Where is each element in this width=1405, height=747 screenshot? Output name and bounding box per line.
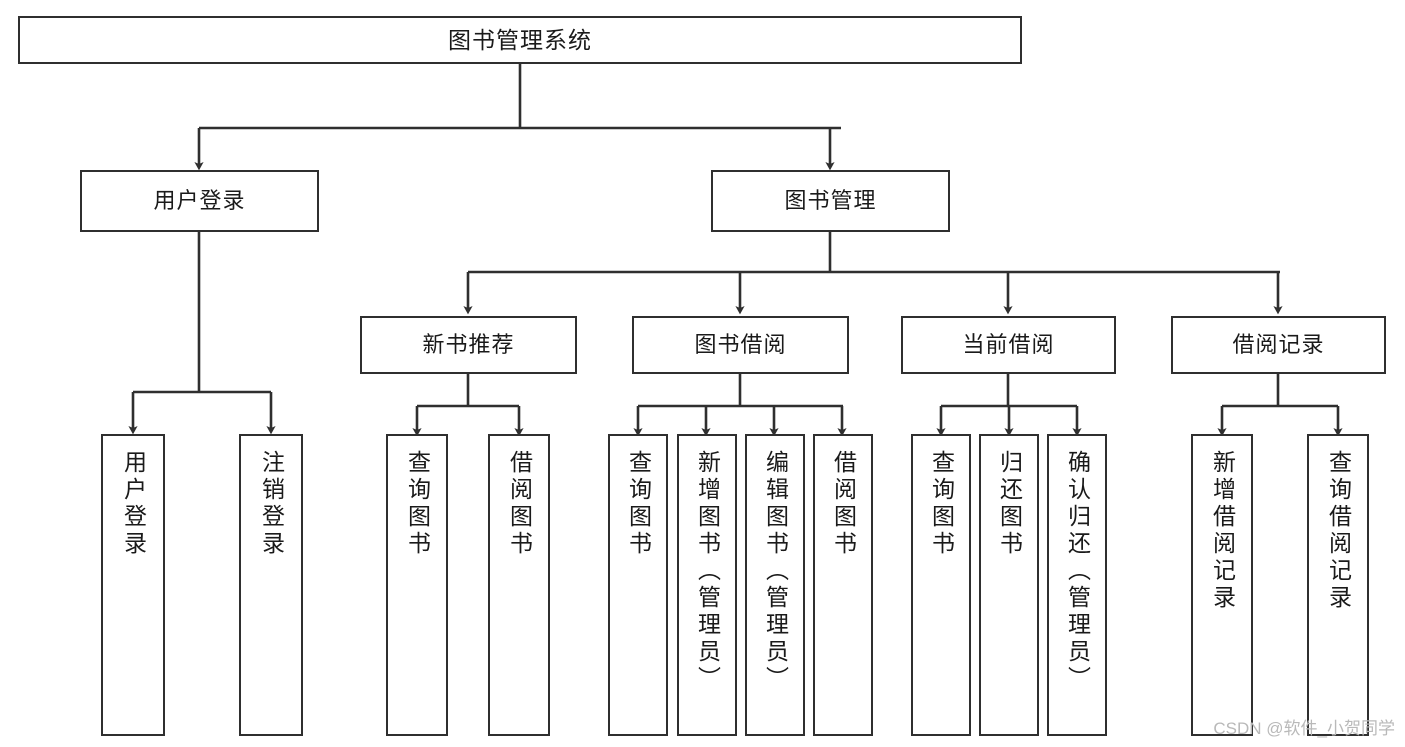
node-borrow-record[interactable]: 借阅记录 bbox=[1171, 316, 1386, 374]
node-leaf-query-record[interactable]: 查询借阅记录 bbox=[1307, 434, 1369, 736]
node-borrow-record-label: 借阅记录 bbox=[1232, 332, 1325, 358]
csdn-watermark: CSDN @软件_小贺同学 bbox=[1213, 719, 1395, 738]
node-new-book-rec[interactable]: 新书推荐 bbox=[360, 316, 577, 374]
node-root[interactable]: 图书管理系统 bbox=[18, 16, 1022, 64]
node-leaf-borrow-book-2[interactable]: 借阅图书 bbox=[813, 434, 873, 736]
node-current-borrow[interactable]: 当前借阅 bbox=[901, 316, 1116, 374]
node-leaf-edit-book[interactable]: 编辑图书（管理员） bbox=[745, 434, 805, 736]
node-leaf-user-login[interactable]: 用户登录 bbox=[101, 434, 165, 736]
node-root-label: 图书管理系统 bbox=[448, 26, 592, 53]
node-leaf-return-book-label: 归还图书 bbox=[996, 450, 1023, 558]
node-leaf-borrow-book-2-label: 借阅图书 bbox=[830, 450, 857, 558]
node-new-book-rec-label: 新书推荐 bbox=[422, 332, 515, 358]
node-leaf-logout-label: 注销登录 bbox=[258, 450, 285, 558]
node-leaf-query-book-3-label: 查询图书 bbox=[928, 450, 955, 558]
node-leaf-confirm-return-label: 确认归还（管理员） bbox=[1064, 450, 1091, 693]
node-book-manage-label: 图书管理 bbox=[784, 188, 877, 214]
node-leaf-add-record[interactable]: 新增借阅记录 bbox=[1191, 434, 1253, 736]
node-leaf-add-record-label: 新增借阅记录 bbox=[1209, 450, 1236, 612]
node-user-login-label: 用户登录 bbox=[153, 188, 246, 214]
node-leaf-add-book[interactable]: 新增图书（管理员） bbox=[677, 434, 737, 736]
node-leaf-add-book-label: 新增图书（管理员） bbox=[694, 450, 721, 693]
node-book-borrow-label: 图书借阅 bbox=[694, 332, 787, 358]
node-leaf-edit-book-label: 编辑图书（管理员） bbox=[762, 450, 789, 693]
node-leaf-return-book[interactable]: 归还图书 bbox=[979, 434, 1039, 736]
node-leaf-user-login-label: 用户登录 bbox=[120, 450, 147, 558]
node-book-borrow[interactable]: 图书借阅 bbox=[632, 316, 849, 374]
node-leaf-query-book-3[interactable]: 查询图书 bbox=[911, 434, 971, 736]
node-book-manage[interactable]: 图书管理 bbox=[711, 170, 950, 232]
node-leaf-query-book-2-label: 查询图书 bbox=[625, 450, 652, 558]
node-current-borrow-label: 当前借阅 bbox=[962, 332, 1055, 358]
node-leaf-query-book-1-label: 查询图书 bbox=[404, 450, 431, 558]
node-user-login[interactable]: 用户登录 bbox=[80, 170, 319, 232]
node-leaf-query-record-label: 查询借阅记录 bbox=[1325, 450, 1352, 612]
node-leaf-borrow-book-1[interactable]: 借阅图书 bbox=[488, 434, 550, 736]
node-leaf-borrow-book-1-label: 借阅图书 bbox=[506, 450, 533, 558]
node-leaf-logout[interactable]: 注销登录 bbox=[239, 434, 303, 736]
node-leaf-confirm-return[interactable]: 确认归还（管理员） bbox=[1047, 434, 1107, 736]
node-leaf-query-book-1[interactable]: 查询图书 bbox=[386, 434, 448, 736]
node-leaf-query-book-2[interactable]: 查询图书 bbox=[608, 434, 668, 736]
